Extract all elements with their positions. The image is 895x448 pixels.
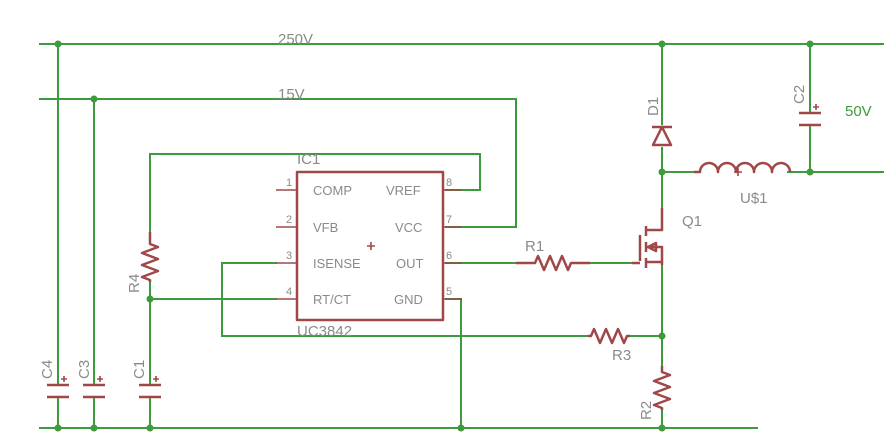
resistor-label: R4 (126, 274, 143, 293)
inductor-u1[interactable]: U$1 (694, 161, 792, 207)
mosfet-source (646, 245, 664, 265)
ic-pin-name: VFB (313, 220, 338, 235)
resistor-r3[interactable]: R3 (588, 327, 631, 364)
ic-pin-number: 8 (446, 177, 452, 189)
junction-dot (90, 95, 98, 103)
ic-pin-number: 7 (446, 214, 452, 226)
capacitor-c1[interactable]: C1 (131, 360, 161, 399)
resistor-zigzag (140, 232, 160, 282)
resistor-zigzag (588, 327, 630, 345)
mosfet-gate (632, 235, 642, 265)
junction-dot (658, 424, 666, 432)
resistor-label: R2 (638, 401, 655, 420)
net-label-50v: 50V (845, 103, 872, 120)
diode-label: D1 (645, 97, 662, 116)
resistor-r1[interactable]: R1 (516, 238, 590, 272)
junction-dot (146, 424, 154, 432)
wire-gnd-pin (445, 298, 462, 429)
resistor-zigzag (652, 366, 672, 410)
junction-dot (806, 40, 814, 48)
ic-pin-number: 1 (286, 177, 292, 189)
ic-origin-mark (367, 242, 375, 250)
junction-dot (146, 295, 154, 303)
capacitor-label: C4 (39, 360, 56, 379)
capacitor-plates (83, 383, 105, 399)
ic-pin-name: ISENSE (313, 256, 361, 271)
mosfet-q1[interactable]: Q1 (632, 208, 702, 268)
capacitor-plates (799, 111, 821, 127)
junction-dot (457, 424, 465, 432)
junction-dot (806, 168, 814, 176)
capacitor-c3[interactable]: C3 (76, 360, 105, 399)
ic-pin-number: 2 (286, 214, 292, 226)
capacitor-label: C3 (76, 360, 93, 379)
inductor-origin-mark (734, 168, 742, 176)
ic-part-label: UC3842 (297, 323, 352, 340)
capacitor-polarity-mark (813, 104, 819, 110)
resistor-label: R3 (612, 347, 631, 364)
resistor-r2[interactable]: R2 (638, 366, 672, 420)
ic-pin-name: GND (394, 292, 423, 307)
junctions (54, 40, 814, 432)
wires (39, 43, 884, 429)
inductor-coils (694, 161, 792, 174)
ic-pin-name: OUT (396, 256, 424, 271)
wire-15v-rail (39, 98, 517, 228)
net-label-15v: 15V (278, 86, 305, 103)
junction-dot (658, 168, 666, 176)
capacitor-polarity-mark (153, 376, 159, 382)
ic-ref-label: IC1 (297, 151, 320, 168)
capacitor-polarity-mark (97, 376, 103, 382)
junction-dot (54, 424, 62, 432)
ic-pin-name: VREF (386, 183, 421, 198)
diode-d1[interactable]: D1 (645, 97, 673, 147)
wire-isense (221, 262, 589, 337)
ic-pin-number: 3 (286, 250, 292, 262)
junction-dot (90, 424, 98, 432)
resistor-zigzag (516, 254, 590, 272)
junction-dot (658, 332, 666, 340)
capacitor-label: C2 (791, 85, 808, 104)
ic-pin-name: COMP (313, 183, 352, 198)
capacitor-c4[interactable]: C4 (39, 360, 69, 399)
capacitor-c2[interactable]: C2 (791, 85, 821, 127)
junction-dot (54, 40, 62, 48)
ic-pin-number: 6 (446, 250, 452, 262)
inductor-label: U$1 (740, 190, 768, 207)
capacitor-plates (139, 383, 161, 399)
resistor-r4[interactable]: R4 (126, 232, 160, 293)
capacitor-polarity-mark (61, 376, 67, 382)
ic-pin-name: RT/CT (313, 292, 351, 307)
capacitor-plates (47, 383, 69, 399)
ic-pin-name: VCC (395, 220, 422, 235)
ic-uc3842[interactable]: IC1 UC3842 1 COMP 2 VFB 3 ISENSE 4 RT/CT… (276, 151, 462, 340)
resistor-label: R1 (525, 238, 544, 255)
mosfet-drain (646, 208, 664, 232)
capacitor-label: C1 (131, 360, 148, 379)
ic-body (295, 170, 445, 322)
mosfet-arrow (646, 241, 658, 253)
ic-pin-number: 5 (446, 286, 452, 298)
diode-triangle (651, 125, 673, 147)
net-label-250v: 250V (278, 31, 313, 48)
junction-dot (658, 40, 666, 48)
wire-vref-loop (149, 153, 481, 233)
ic-pin-number: 4 (286, 286, 292, 298)
mosfet-label: Q1 (682, 213, 702, 230)
